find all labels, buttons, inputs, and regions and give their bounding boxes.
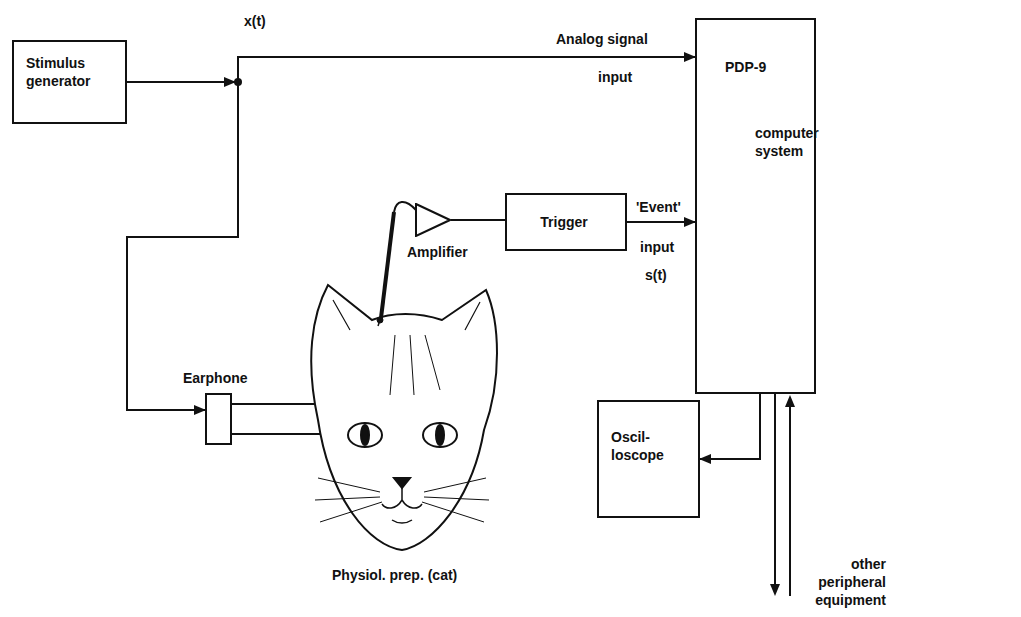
arrowhead — [770, 584, 780, 596]
earphone-box: Earphone — [205, 393, 232, 445]
node-text: Oscil- loscope — [611, 428, 673, 464]
signal-wire — [627, 221, 695, 223]
cat-pupil — [436, 425, 444, 445]
electrode-needle — [381, 212, 394, 318]
node-text: Earphone — [183, 369, 248, 387]
node-text: Stimulus generator — [26, 54, 121, 90]
cat-ear-inner — [333, 300, 480, 330]
cat-eye — [348, 423, 382, 447]
signal-label: Physiol. prep. (cat) — [332, 566, 457, 584]
cat-mouth — [382, 488, 422, 523]
arrowhead — [785, 395, 795, 407]
signal-wire — [127, 82, 238, 410]
peripheral-line — [774, 394, 776, 585]
peripheral-line — [789, 405, 791, 596]
signal-label: s(t) — [645, 266, 667, 284]
electrode — [377, 202, 416, 326]
signal-name: x(t) — [244, 12, 266, 30]
amplifier-outline — [415, 203, 451, 237]
signal-wire — [700, 394, 760, 459]
electrode-tip — [378, 314, 382, 326]
node-text: computer system — [755, 124, 810, 160]
node-text: Amplifier — [407, 243, 468, 261]
signal-label: input — [598, 68, 632, 86]
generator-box: Stimulus generator — [12, 40, 127, 124]
cat-whiskers — [315, 478, 489, 522]
amplifier-triangle — [416, 204, 450, 236]
tube-wall — [232, 404, 322, 434]
trigger-box: Trigger — [505, 193, 627, 251]
computer-box: PDP-9 computer system — [695, 18, 816, 394]
peripheral-arrows — [770, 394, 795, 596]
signal-wire — [451, 219, 505, 221]
electrode-lead — [394, 202, 416, 212]
equipment-label: other peripheral equipment — [800, 555, 886, 609]
cat-eye — [423, 423, 457, 447]
signal-label: input — [640, 238, 674, 256]
ear-tube — [232, 404, 322, 434]
cat-illustration — [311, 285, 497, 550]
cat-pupil — [361, 425, 369, 445]
cat-head — [311, 285, 497, 550]
cat-nose — [394, 478, 410, 488]
node-text: Trigger — [507, 213, 621, 231]
amplifier-symbol: Amplifier — [415, 203, 451, 237]
display-box: Oscil- loscope — [597, 400, 700, 518]
electrode-tip-dot — [377, 317, 383, 323]
signal-label: 'Event' — [636, 198, 681, 216]
signal-label: Analog signal — [556, 30, 648, 48]
node-text: PDP-9 — [725, 58, 805, 76]
cat-brow — [390, 335, 440, 395]
